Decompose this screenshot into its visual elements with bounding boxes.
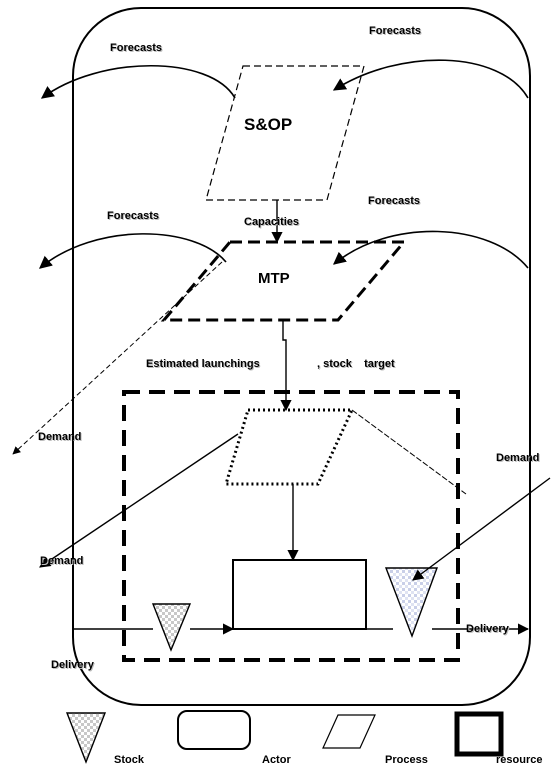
forecasts-label: Forecasts bbox=[369, 25, 421, 37]
capacities-label: Capacities bbox=[245, 217, 300, 229]
demand-label: Demand bbox=[497, 453, 540, 465]
legend-process-label: Process bbox=[385, 754, 428, 766]
demand-arrow-right bbox=[412, 477, 551, 581]
mtp-process-shape bbox=[160, 240, 408, 322]
demand-label: Demand bbox=[41, 556, 84, 568]
company-boundary bbox=[72, 7, 531, 706]
legend-process-icon bbox=[322, 714, 376, 749]
legend-actor-icon bbox=[177, 710, 251, 750]
demand-arrow-left bbox=[39, 433, 239, 568]
production-actor bbox=[232, 559, 367, 630]
delivery-label: Delivery bbox=[466, 623, 510, 635]
forecasts-label: Forecasts bbox=[369, 196, 421, 208]
demand-label: Demand bbox=[496, 452, 539, 464]
forecasts-label: Forecasts bbox=[111, 43, 163, 55]
stock-target-label: , stock target bbox=[318, 359, 396, 371]
forecast-arrow-top-left bbox=[40, 64, 236, 99]
output-stock-icon bbox=[384, 567, 439, 638]
delivery-label: Delivery bbox=[51, 659, 95, 671]
demand-label: Demand bbox=[39, 432, 82, 444]
estimated-launchings-label: Estimated launchings bbox=[147, 359, 261, 371]
forecasts-label: Forecasts bbox=[107, 210, 159, 222]
forecast-arrow-mid-right bbox=[333, 230, 529, 269]
input-stock-icon bbox=[151, 603, 192, 652]
legend-actor-label: Actor bbox=[262, 754, 291, 766]
stock-target-dashed-line bbox=[351, 409, 467, 495]
estimated-launchings-label: Estimated launchings bbox=[146, 358, 260, 370]
legend-stock-icon bbox=[65, 712, 107, 764]
forecasts-label: Forecasts bbox=[110, 42, 162, 54]
sop-process-shape bbox=[205, 65, 365, 201]
sop-label: S&OP bbox=[244, 115, 292, 134]
delivery-label: Delivery bbox=[52, 660, 96, 672]
mtp-to-scheduling-arrow bbox=[280, 320, 292, 412]
legend-stock-label: Stock bbox=[114, 754, 145, 766]
forecast-arrow-top-right bbox=[332, 59, 529, 99]
stock-target-label: , stock target bbox=[317, 358, 395, 370]
legend: Stock Actor Process resource bbox=[65, 710, 542, 766]
demand-label: Demand bbox=[40, 555, 83, 567]
forecasts-label: Forecasts bbox=[108, 211, 160, 223]
delivery-label: Delivery bbox=[467, 624, 511, 636]
mtp-label: MTP bbox=[258, 270, 290, 287]
legend-resource-label: resource bbox=[496, 754, 542, 766]
capacities-label: Capacities bbox=[244, 216, 299, 228]
legend-resource-icon bbox=[454, 711, 504, 757]
forecast-arrow-mid-left bbox=[39, 233, 227, 269]
forecasts-label: Forecasts bbox=[368, 195, 420, 207]
demand-dashed-arrow bbox=[12, 261, 223, 455]
forecasts-label: Forecasts bbox=[370, 26, 422, 38]
scheduling-process-shape bbox=[223, 408, 355, 486]
demand-label: Demand bbox=[38, 431, 81, 443]
